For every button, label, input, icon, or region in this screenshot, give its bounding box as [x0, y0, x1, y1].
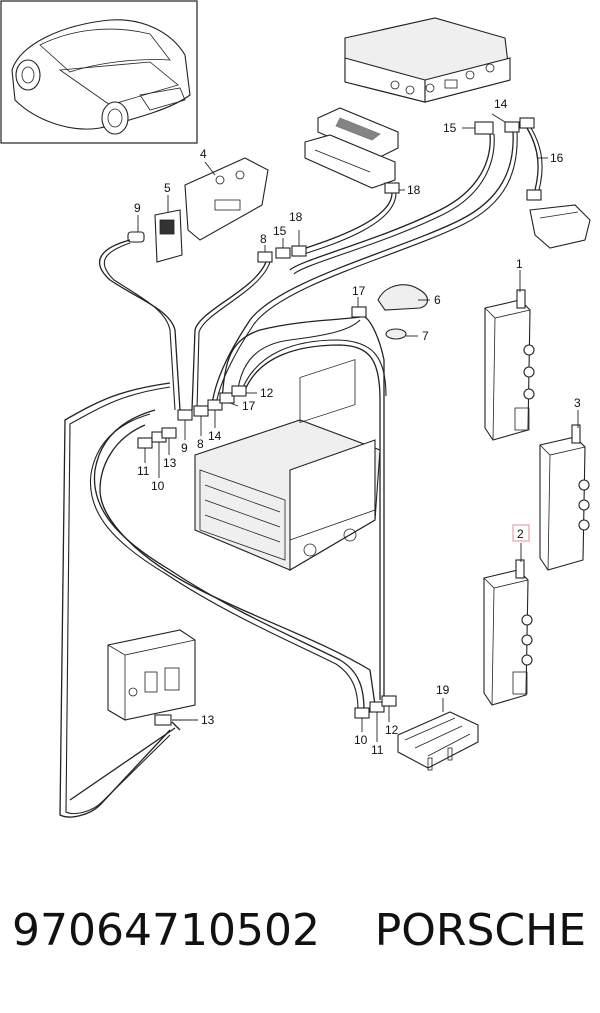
connector-15 — [474, 121, 494, 135]
callout-7: 7 — [422, 329, 429, 343]
callout-8-mid: 8 — [197, 437, 204, 451]
connector-18-top — [384, 182, 400, 194]
head-unit — [194, 359, 381, 571]
callout-8-top: 8 — [260, 232, 267, 246]
antenna-6 — [377, 284, 429, 311]
connector-17-top — [351, 306, 367, 318]
leader-lines — [137, 113, 579, 742]
bracket-16 — [526, 189, 591, 249]
phone-handset — [304, 107, 399, 189]
footer: 97064710502 PORSCHE — [0, 905, 600, 975]
tuner-module-1 — [484, 289, 535, 441]
callout-18-top: 18 — [407, 183, 421, 197]
control-module — [107, 629, 196, 721]
callout-13-mid: 13 — [163, 456, 177, 470]
callout-9-mid: 9 — [181, 441, 188, 455]
amplifier-unit — [344, 17, 511, 103]
callout-12-low: 12 — [385, 723, 399, 737]
callout-labels: 1 3 2 4 5 6 7 9 8 15 18 14 15 16 18 17 1… — [134, 97, 581, 757]
connectors — [137, 245, 397, 726]
cap-7 — [385, 328, 407, 340]
callout-4: 4 — [200, 147, 207, 161]
module-5 — [154, 209, 183, 263]
callout-5: 5 — [164, 181, 171, 195]
callout-11-mid: 11 — [137, 464, 150, 478]
callout-9-top: 9 — [134, 201, 141, 215]
callout-14-mid: 14 — [208, 429, 222, 443]
brand-name: PORSCHE — [374, 905, 586, 956]
callout-16: 16 — [550, 151, 564, 165]
callout-17-mid: 17 — [242, 399, 256, 413]
tuner-module-3 — [539, 424, 590, 571]
microphone-9 — [127, 231, 145, 243]
tuner-module-2 — [483, 559, 533, 706]
vehicle-thumbnail — [0, 0, 198, 144]
callout-2: 2 — [517, 527, 524, 541]
callout-6: 6 — [434, 293, 441, 307]
part-number: 97064710502 — [12, 905, 320, 956]
callout-11-low: 11 — [371, 743, 384, 757]
callout-2-highlight — [512, 524, 530, 542]
callout-15-left: 15 — [273, 224, 287, 238]
callout-1: 1 — [516, 257, 523, 271]
callout-19: 19 — [436, 683, 450, 697]
bracket-19 — [397, 711, 479, 771]
callout-15-top: 15 — [443, 121, 457, 135]
wiring-harness — [59, 127, 543, 818]
callout-18-left: 18 — [289, 210, 303, 224]
callout-10-mid: 10 — [151, 479, 165, 493]
callout-12-upper: 12 — [260, 386, 274, 400]
callout-13-low: 13 — [201, 713, 215, 727]
bracket-4 — [184, 157, 269, 241]
callout-10-low: 10 — [354, 733, 368, 747]
callout-3: 3 — [574, 396, 581, 410]
callout-17-top: 17 — [352, 284, 366, 298]
callout-14-top: 14 — [494, 97, 508, 111]
connector-14-top — [504, 117, 535, 133]
